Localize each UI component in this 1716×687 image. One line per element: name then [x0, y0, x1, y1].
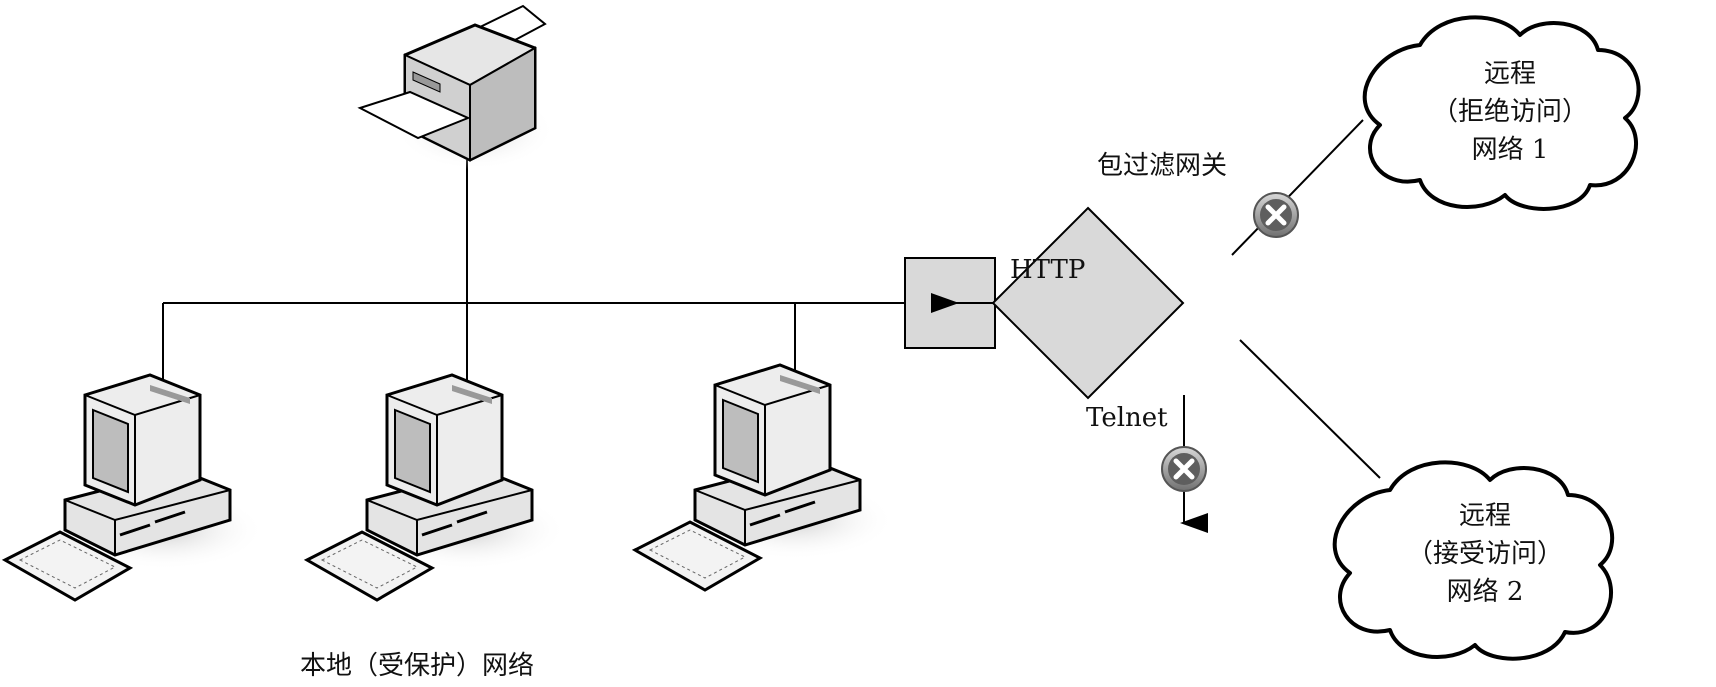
remote1-line2: （拒绝访问） [1431, 97, 1588, 127]
remote1-line3: 网络 1 [1471, 135, 1549, 165]
gateway-label: 包过滤网关 [1097, 151, 1228, 181]
printer-icon [357, 4, 555, 170]
telnet-label: Telnet [1086, 403, 1168, 433]
blocked-icon [1253, 192, 1299, 238]
computer-icon [633, 363, 897, 592]
cloud-remote1 [1362, 15, 1641, 211]
remote1-label: 远程 （拒绝访问） 网络 1 [1420, 55, 1600, 169]
blocked-icon [1161, 446, 1207, 492]
gateway-diamond [991, 206, 1185, 400]
remote2-line3: 网络 2 [1446, 577, 1524, 607]
remote1-line1: 远程 [1483, 59, 1536, 89]
remote2-line1: 远程 [1458, 501, 1511, 531]
remote2-label: 远程 （接受访问） 网络 2 [1395, 497, 1575, 611]
local-network-label: 本地（受保护）网络 [300, 651, 535, 681]
computer-icon [1, 373, 265, 602]
line-to-remote2 [1239, 339, 1381, 479]
line-to-remote1 [1231, 119, 1364, 256]
http-label: HTTP [1010, 255, 1086, 285]
cloud-remote2 [1332, 460, 1615, 661]
computer-icon [305, 373, 569, 602]
remote2-line2: （接受访问） [1406, 539, 1563, 569]
